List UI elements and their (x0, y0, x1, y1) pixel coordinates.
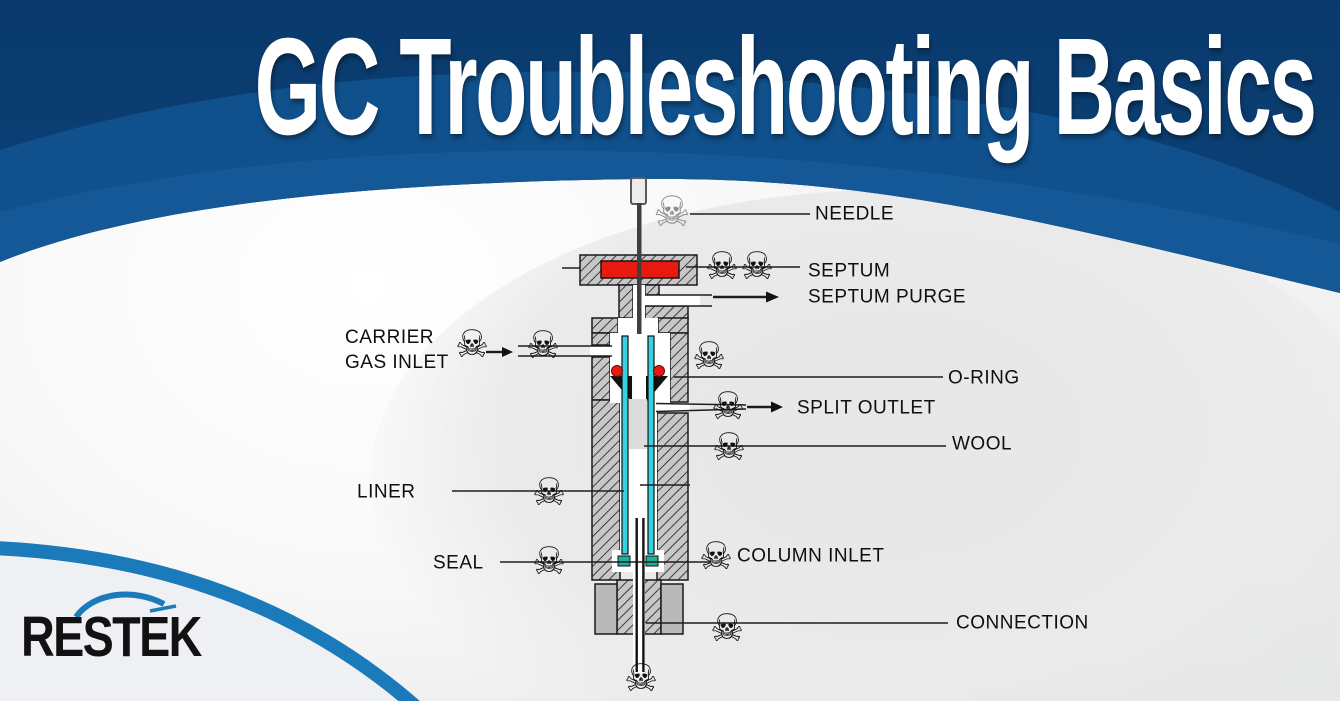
hazard-skull-icon: ☠ (525, 323, 561, 367)
label-wool: WOOL (952, 433, 1013, 455)
hazard-skull-icon: ☠ (698, 534, 734, 578)
label-septum: SEPTUM (808, 260, 891, 282)
label-carrier-line2: GAS INLET (345, 352, 449, 373)
label-carrier-gas-inlet: CARRIER GAS INLET (345, 325, 449, 375)
header-banner (0, 0, 1340, 293)
hazard-skull-icon: ☠ (653, 187, 691, 236)
label-seal: SEAL (433, 552, 484, 574)
hazard-skull-icon: ☠ (531, 539, 567, 583)
hazard-skull-icon: ☠ (704, 244, 740, 288)
label-septum-purge: SEPTUM PURGE (808, 286, 967, 308)
label-connection: CONNECTION (956, 612, 1089, 634)
label-split-outlet: SPLIT OUTLET (797, 397, 936, 419)
label-needle: NEEDLE (815, 203, 895, 225)
page-title: GC Troubleshooting Basics (254, 10, 1317, 164)
label-liner: LINER (357, 481, 416, 503)
hazard-skull-icon: ☠ (691, 334, 727, 378)
label-o-ring: O-RING (948, 367, 1020, 389)
label-carrier-line1: CARRIER (345, 327, 435, 348)
hazard-skull-icon: ☠ (454, 322, 490, 366)
hazard-skull-icon: ☠ (710, 384, 746, 428)
hazard-skull-icon: ☠ (623, 656, 659, 700)
logo-swoosh-icon (73, 591, 177, 619)
hazard-skull-icon: ☠ (739, 244, 775, 288)
hazard-skull-icon: ☠ (709, 606, 745, 650)
hazard-skull-icon: ☠ (711, 425, 747, 469)
label-column-inlet: COLUMN INLET (737, 545, 885, 567)
logo-restek: RESTEK (21, 605, 202, 669)
hazard-skull-icon: ☠ (531, 470, 567, 514)
